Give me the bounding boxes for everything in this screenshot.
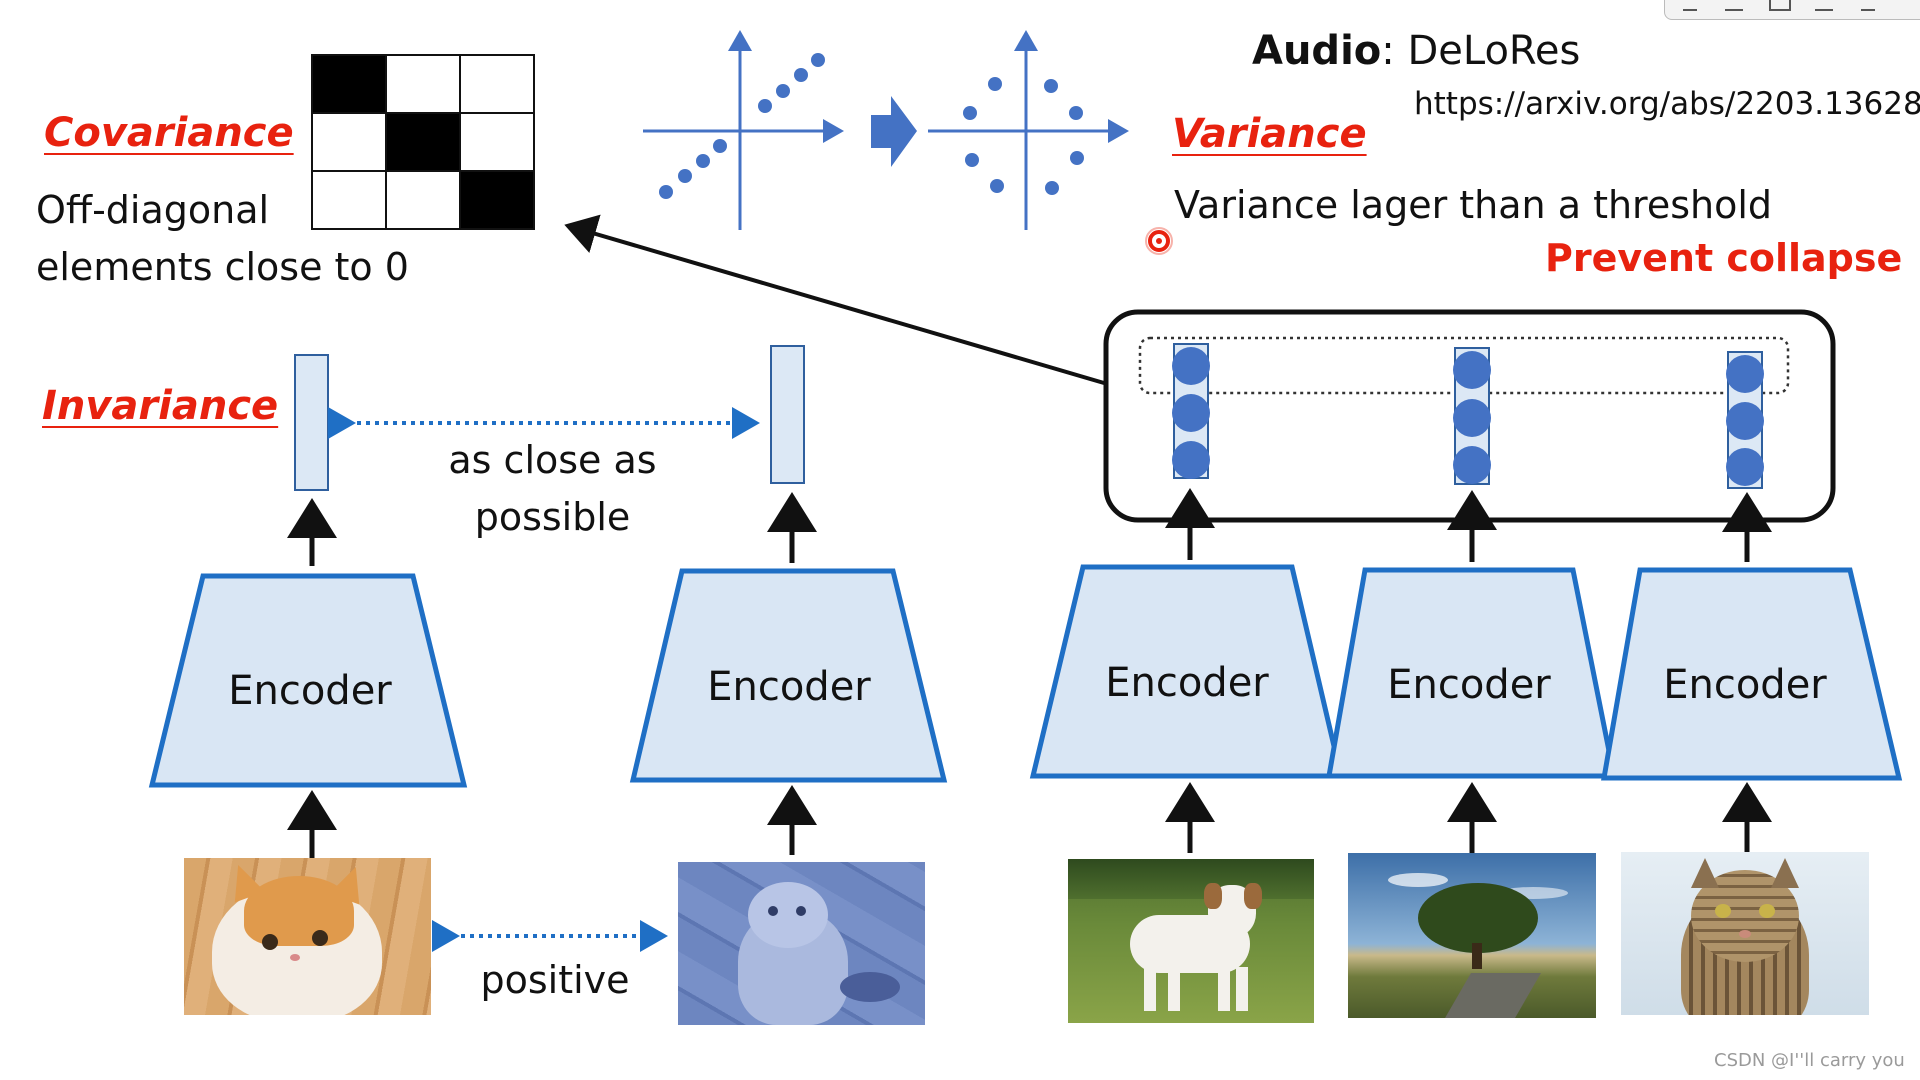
tabby-cat-photo (1621, 852, 1869, 1015)
covariance-description-line1: Off-diagonal (36, 188, 270, 232)
prevent-collapse-callout: Prevent collapse (1545, 236, 1903, 280)
csdn-watermark: CSDN @I''ll carry you (1714, 1050, 1905, 1071)
scatter-plot-correlated (643, 30, 844, 230)
covariance-matrix (311, 54, 535, 230)
invariance-close-label-line2: possible (474, 495, 631, 539)
invariance-heading: Invariance (42, 383, 279, 429)
audio-label-bold: Audio (1252, 28, 1382, 74)
window-toolbar-fragment[interactable] (1664, 0, 1920, 20)
cat-photo-original (184, 858, 431, 1015)
scatter-plot-decorrelated (928, 30, 1129, 230)
embedding-bar-right (770, 345, 805, 484)
encoder-label-5: Encoder (1663, 662, 1827, 708)
covariance-heading: Covariance (44, 110, 294, 156)
toolbar-icon-4[interactable] (1815, 0, 1833, 11)
matrix-cell (311, 112, 387, 172)
transform-arrow-icon (871, 96, 917, 167)
encoder-shape-5 (1601, 567, 1903, 781)
laser-pointer-icon (1145, 227, 1173, 255)
encoder-shape-2 (629, 568, 948, 783)
toolbar-icon-5[interactable] (1861, 0, 1875, 11)
dog-photo (1068, 859, 1314, 1023)
covariance-description-line2: elements close to 0 (36, 245, 409, 289)
positive-label: positive (480, 958, 630, 1002)
matrix-cell (385, 112, 461, 172)
invariance-close-label-line1: as close as (448, 438, 657, 482)
audio-url: https://arxiv.org/abs/2203.13628 (1414, 86, 1920, 122)
audio-citation: Audio: DeLoRes (1252, 28, 1580, 74)
encoder-label-3: Encoder (1105, 660, 1269, 706)
toolbar-icon-3[interactable] (1769, 0, 1791, 11)
variance-description: Variance lager than a threshold (1174, 183, 1773, 227)
matrix-cell (459, 54, 535, 114)
output-arrows (287, 488, 1772, 566)
encoder-label-2: Encoder (707, 664, 871, 710)
matrix-cell (385, 54, 461, 114)
input-arrows (287, 782, 1772, 858)
toolbar-icon-2[interactable] (1725, 0, 1743, 11)
audio-label-rest: : DeLoRes (1381, 28, 1581, 74)
variance-heading: Variance (1172, 111, 1367, 157)
cat-photo-augmented (678, 862, 925, 1025)
tree-photo (1348, 853, 1596, 1018)
batch-embeddings (1172, 343, 1764, 489)
encoders (148, 564, 1903, 788)
matrix-cell (459, 170, 535, 230)
matrix-cell (311, 54, 387, 114)
toolbar-icon-1[interactable] (1683, 0, 1697, 11)
matrix-cell (459, 112, 535, 172)
encoder-label-4: Encoder (1387, 662, 1551, 708)
embedding-bar-left (294, 354, 329, 491)
encoder-label-1: Encoder (228, 668, 392, 714)
matrix-cell (311, 170, 387, 230)
batch-to-matrix-arrow (564, 214, 1105, 385)
encoder-shape-1 (148, 573, 468, 788)
matrix-cell (385, 170, 461, 230)
